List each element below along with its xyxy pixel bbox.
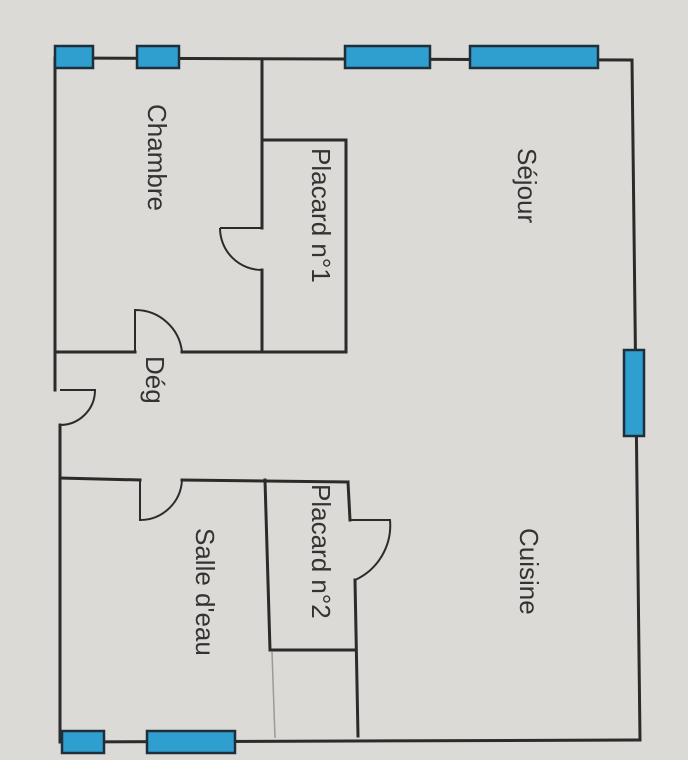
label-deg: Dég (140, 356, 170, 404)
window-right (622, 348, 646, 438)
door-swings (59, 227, 392, 581)
exterior-walls (53, 56, 642, 744)
interior-walls (53, 58, 360, 739)
window-bottom-1 (60, 729, 106, 755)
label-salle-eau: Salle d'eau (190, 528, 220, 656)
label-placard-1: Placard n°1 (306, 148, 336, 283)
window-bottom-2 (145, 729, 237, 755)
label-placard-2: Placard n°2 (306, 484, 336, 619)
label-cuisine: Cuisine (514, 528, 544, 615)
room-labels: Séjour Chambre Placard n°1 Dég Cuisine P… (140, 104, 544, 656)
label-chambre: Chambre (142, 104, 172, 211)
label-sejour: Séjour (512, 148, 542, 223)
window-top-1 (53, 44, 95, 70)
window-top-4 (468, 44, 600, 70)
window-top-2 (135, 44, 181, 70)
windows (53, 44, 646, 755)
window-top-3 (343, 44, 432, 70)
